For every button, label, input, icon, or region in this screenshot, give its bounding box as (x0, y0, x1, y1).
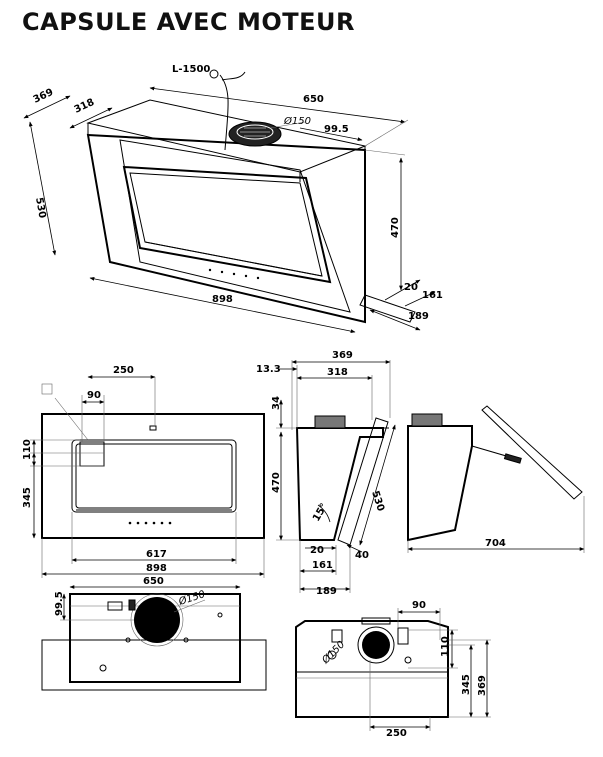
rear-motor-outlet (362, 631, 390, 659)
svg-text:15°: 15° (311, 502, 330, 524)
iso-power-cable (219, 74, 229, 151)
svg-text:161: 161 (422, 290, 443, 301)
svg-text:369: 369 (477, 675, 488, 696)
top-motor-outlet (134, 597, 180, 643)
svg-text:99.5: 99.5 (324, 124, 349, 135)
front-motor-housing (79, 441, 105, 467)
svg-text:40: 40 (355, 550, 369, 561)
svg-text:189: 189 (316, 586, 337, 597)
svg-text:110: 110 (22, 439, 33, 460)
svg-text:99.5: 99.5 (54, 591, 65, 616)
svg-text:Ø150: Ø150 (319, 639, 347, 667)
svg-text:318: 318 (73, 97, 97, 116)
front-control-buttons (128, 521, 172, 525)
page-title: CAPSULE AVEC MOTEUR (22, 8, 355, 36)
iso-display-frame (122, 165, 332, 284)
open-body-outline (407, 425, 473, 542)
svg-text:530: 530 (33, 197, 47, 220)
isometric-view: L-1500 369 318 650 Ø150 99.5 530 470 20 … (23, 64, 443, 334)
iso-body-outline (86, 133, 366, 324)
front-view: 250 90 110 345 617 898 (22, 365, 265, 578)
svg-text:898: 898 (212, 294, 233, 305)
svg-text:Ø150: Ø150 (283, 115, 311, 127)
svg-text:90: 90 (87, 390, 101, 401)
svg-text:318: 318 (327, 367, 348, 378)
front-display-frame (71, 439, 237, 513)
svg-text:110: 110 (440, 636, 451, 657)
side-motor-box (314, 415, 346, 429)
svg-text:650: 650 (303, 94, 324, 105)
open-glass-panel (481, 405, 583, 500)
side-body-outline (295, 427, 384, 541)
svg-text:470: 470 (390, 217, 401, 238)
top-view: 650 99.5 Ø150 (41, 576, 267, 691)
svg-text:13.3: 13.3 (256, 364, 281, 375)
svg-text:617: 617 (146, 549, 167, 560)
svg-text:250: 250 (113, 365, 134, 376)
rear-view: 90 110 Ø150 345 369 250 (295, 600, 491, 739)
svg-text:20: 20 (310, 545, 324, 556)
svg-text:250: 250 (386, 728, 407, 739)
svg-text:650: 650 (143, 576, 164, 587)
svg-text:470: 470 (271, 472, 282, 493)
svg-text:34: 34 (271, 396, 282, 410)
svg-text:189: 189 (408, 311, 429, 322)
side-view: 13.3 369 318 34 470 530 15° 20 40 161 18… (256, 350, 396, 597)
svg-text:90: 90 (412, 600, 426, 611)
svg-text:345: 345 (22, 487, 33, 508)
iso-motor-outlet (228, 121, 282, 147)
svg-text:161: 161 (312, 560, 333, 571)
svg-text:704: 704 (485, 538, 506, 549)
svg-text:898: 898 (146, 563, 167, 574)
svg-text:369: 369 (32, 87, 56, 106)
svg-text:530: 530 (369, 490, 386, 513)
side-view-open: 704 (407, 405, 585, 553)
svg-text:20: 20 (404, 282, 418, 293)
top-screw-holes (99, 612, 223, 672)
svg-text:345: 345 (461, 674, 472, 695)
front-body-outline (41, 413, 265, 539)
svg-text:369: 369 (332, 350, 353, 361)
iso-cable-length: L-1500 (172, 64, 210, 75)
iso-control-buttons (208, 268, 260, 280)
